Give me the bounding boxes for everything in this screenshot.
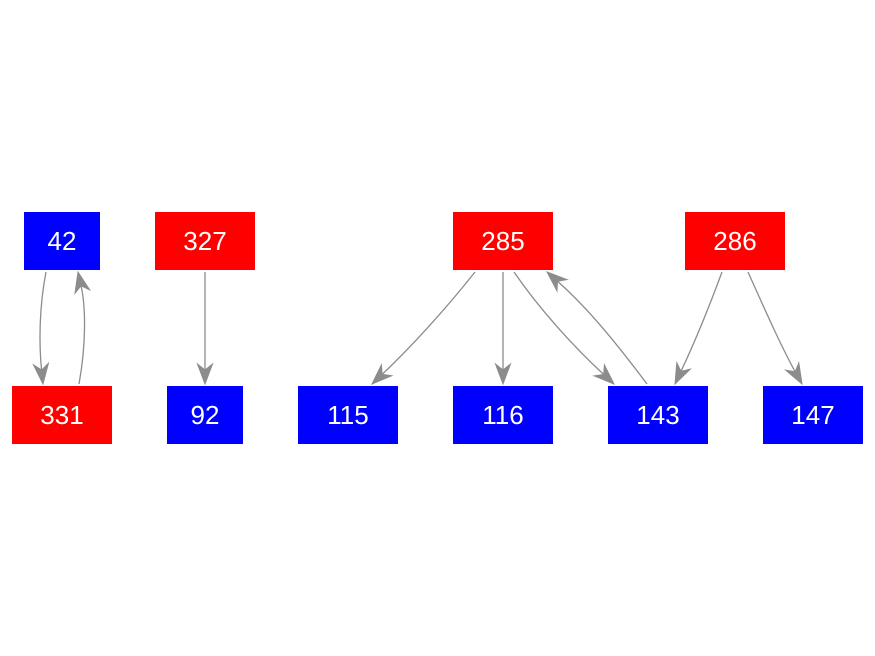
arrow-head-icon	[545, 271, 569, 293]
edge-42-331	[32, 271, 50, 386]
edge-285-115	[370, 271, 476, 385]
node-143: 143	[608, 386, 708, 444]
node-box	[608, 386, 708, 444]
node-label: 327	[183, 226, 226, 256]
arrow-head-icon	[32, 361, 50, 386]
node-label: 285	[481, 226, 524, 256]
node-115: 115	[298, 386, 398, 444]
node-147: 147	[763, 386, 863, 444]
node-42: 42	[24, 212, 100, 270]
nodes-layer: 42 327 285 286 331 92 115 116 143 147	[12, 212, 863, 444]
edge-331-42	[74, 270, 92, 385]
node-box	[298, 386, 398, 444]
arrow-head-icon	[783, 361, 803, 386]
node-label: 92	[191, 400, 220, 430]
edge-327-92	[196, 272, 214, 386]
edge-line	[78, 285, 86, 385]
node-box	[24, 212, 100, 270]
node-box	[12, 386, 112, 444]
edge-286-143	[674, 271, 723, 386]
node-label: 115	[327, 400, 368, 430]
node-label: 147	[791, 400, 834, 430]
edge-285-143	[513, 271, 616, 385]
node-box	[453, 212, 553, 270]
node-box	[685, 212, 785, 270]
node-label: 286	[713, 226, 756, 256]
node-box	[453, 386, 553, 444]
node-label: 143	[636, 400, 679, 430]
node-327: 327	[155, 212, 255, 270]
edge-line	[39, 271, 47, 371]
arrow-head-icon	[592, 363, 616, 385]
arrow-head-icon	[74, 270, 92, 295]
node-box	[763, 386, 863, 444]
edge-line	[381, 271, 476, 375]
edge-143-285	[545, 271, 648, 385]
node-box	[155, 212, 255, 270]
arrow-head-icon	[674, 360, 692, 386]
edge-286-147	[747, 271, 803, 386]
edge-line	[513, 271, 605, 375]
node-label: 116	[482, 400, 523, 430]
node-285: 285	[453, 212, 553, 270]
edge-line	[680, 271, 723, 372]
edge-line	[557, 280, 648, 385]
node-286: 286	[685, 212, 785, 270]
arrow-head-icon	[494, 362, 512, 386]
node-92: 92	[167, 386, 243, 444]
node-label: 331	[40, 400, 83, 430]
edges-layer	[32, 270, 803, 386]
arrow-head-icon	[370, 362, 394, 385]
node-116: 116	[453, 386, 553, 444]
edge-line	[747, 271, 796, 373]
node-label: 42	[48, 226, 77, 256]
arrow-head-icon	[196, 362, 214, 386]
node-331: 331	[12, 386, 112, 444]
node-box	[167, 386, 243, 444]
edge-285-116	[494, 272, 512, 386]
